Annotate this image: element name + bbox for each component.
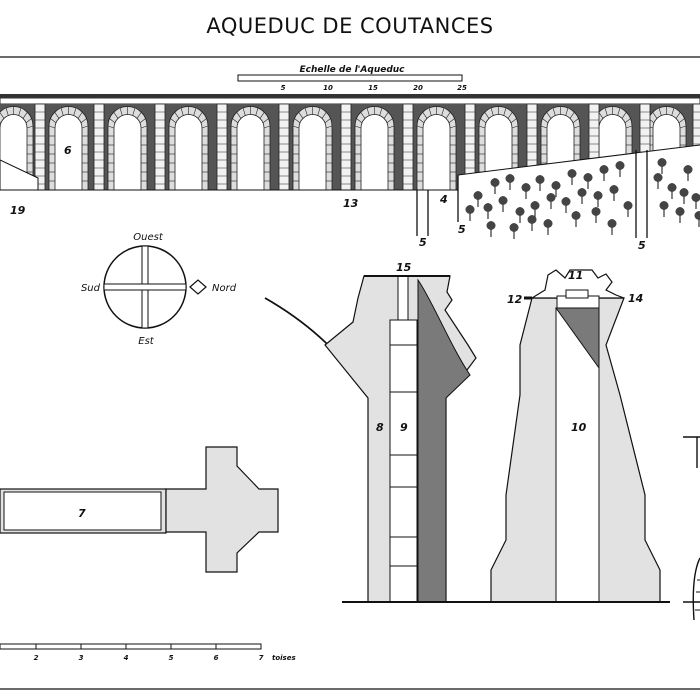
tree: [498, 196, 508, 212]
drawing-frame: [0, 56, 700, 690]
tree: [527, 215, 537, 231]
tree: [593, 191, 603, 207]
arch-opening: [174, 114, 203, 191]
tree: [599, 165, 609, 181]
tree: [694, 211, 700, 227]
label-13: 13: [343, 197, 359, 210]
label-19: 19: [10, 204, 26, 217]
tree: [521, 183, 531, 199]
tree: [583, 173, 593, 189]
tree: [505, 174, 515, 190]
tree: [561, 197, 571, 213]
tree: [509, 223, 519, 239]
tree: [609, 185, 619, 201]
tree: [653, 173, 663, 189]
upper-scale-tick: 5: [281, 84, 286, 92]
tree: [591, 207, 601, 223]
label-14: 14: [628, 292, 643, 305]
page-title: AQUEDUC DE COUTANCES: [206, 14, 494, 38]
lower-scale-tick: 6: [214, 654, 219, 662]
arcade-pier: [340, 103, 352, 191]
label-10: 10: [571, 421, 587, 434]
label-9: 9: [400, 421, 408, 434]
tree: [667, 183, 677, 199]
tree: [473, 191, 483, 207]
label-5-a: 5: [419, 236, 427, 249]
upper-scale-tick: 25: [457, 84, 467, 92]
tree: [515, 207, 525, 223]
arcade-pier: [93, 103, 105, 191]
tree: [623, 201, 633, 217]
tree: [615, 161, 625, 177]
arch-opening: [236, 114, 265, 191]
tree: [577, 188, 587, 204]
upper-scale-tick: 10: [323, 84, 333, 92]
tree: [535, 175, 545, 191]
tree: [490, 178, 500, 194]
arch-opening: [360, 114, 389, 191]
pier-plan: 7: [0, 446, 279, 573]
label-5-c: 5: [638, 239, 646, 252]
arcade-pier: [216, 103, 228, 191]
label-12: 12: [507, 293, 523, 306]
tree: [691, 193, 700, 209]
label-6: 6: [64, 144, 72, 157]
lower-scale-tick: 7: [259, 654, 264, 662]
tree: [530, 201, 540, 217]
pier-section-a: 15 8 9: [264, 261, 477, 603]
compass-east: Est: [138, 336, 155, 347]
label-5-b: 5: [458, 223, 466, 236]
label-4: 4: [439, 193, 448, 206]
compass-south: Sud: [81, 283, 101, 294]
arch-opening: [422, 114, 451, 191]
pier-section-b: 11 12 14 10: [490, 269, 661, 603]
arch-opening: [113, 114, 142, 191]
tree: [486, 221, 496, 237]
tree: [571, 211, 581, 227]
lower-scale-tick: 3: [79, 654, 84, 662]
tree: [675, 207, 685, 223]
arch-opening: [54, 114, 83, 191]
arcade-pier: [402, 103, 414, 191]
lower-scale-unit: toises: [272, 654, 296, 662]
lower-scale-tick: 5: [169, 654, 174, 662]
tree: [607, 219, 617, 235]
upper-scale-title: Echelle de l'Aqueduc: [299, 65, 405, 75]
label-8: 8: [376, 421, 384, 434]
upper-scale-bar: Echelle de l'Aqueduc 5 10 15 20 25: [237, 65, 467, 92]
trees: [465, 158, 700, 239]
tree: [546, 193, 556, 209]
compass-west: Ouest: [133, 232, 164, 243]
label-15: 15: [396, 261, 412, 274]
lower-scale-tick: 2: [34, 654, 39, 662]
tree: [683, 165, 693, 181]
upper-scale-tick: 20: [413, 84, 423, 92]
tree: [465, 205, 475, 221]
arcade-pier: [154, 103, 166, 191]
lower-scale-bar: 2 3 4 5 6 7 toises: [0, 643, 296, 662]
tree: [679, 188, 689, 204]
compass-rose: Ouest Est Sud Nord: [81, 232, 237, 347]
edge-fragment: [683, 436, 700, 621]
upper-scale-tick: 15: [368, 84, 378, 92]
tree: [657, 158, 667, 174]
arcade-elevation: 19 6 13 4 5 5 5: [0, 94, 700, 252]
arcade-pier: [278, 103, 290, 191]
compass-north: Nord: [212, 283, 237, 294]
lower-scale-tick: 4: [124, 654, 129, 662]
tree: [659, 201, 669, 217]
tree: [567, 169, 577, 185]
tree: [543, 219, 553, 235]
label-7: 7: [78, 507, 86, 520]
tree: [551, 181, 561, 197]
arch-opening: [298, 114, 327, 191]
tree: [483, 203, 493, 219]
label-11: 11: [568, 269, 583, 282]
